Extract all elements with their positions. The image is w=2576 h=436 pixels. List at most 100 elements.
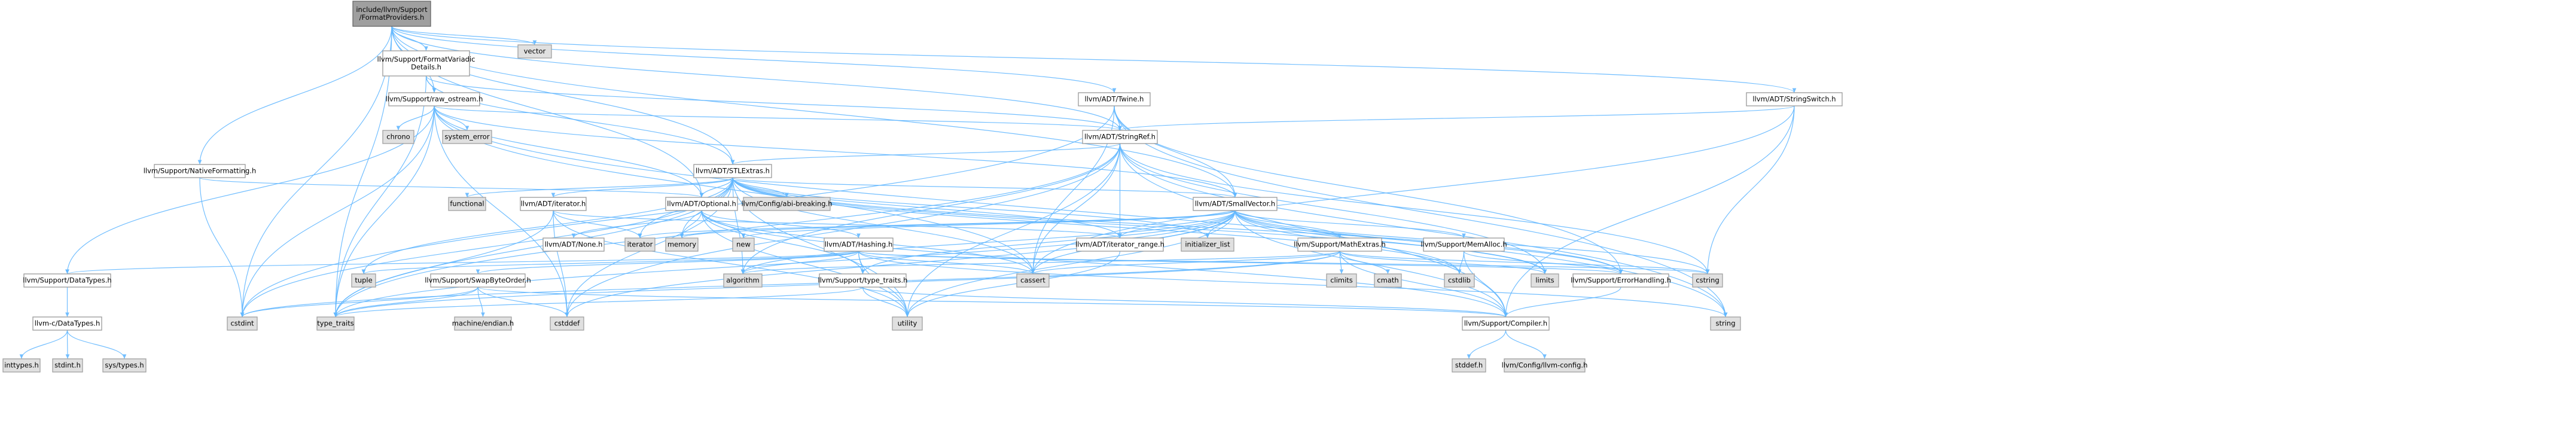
- node-tuple[interactable]: tuple: [351, 273, 376, 288]
- node-label: llvm/ADT/iterator_range.h: [1075, 240, 1164, 249]
- node-llvm-support-type-traits-h[interactable]: llvm/Support/type_traits.h: [818, 273, 908, 288]
- node-llvm-support-nativeformatting-h[interactable]: llvm/Support/NativeFormatting.h: [144, 164, 257, 178]
- node-cstdint[interactable]: cstdint: [227, 316, 258, 331]
- node-llvm-support-mathextras-h[interactable]: llvm/Support/MathExtras.h: [1294, 237, 1386, 252]
- node-label: initializer_list: [1185, 240, 1230, 249]
- node-type-traits[interactable]: type_traits: [316, 316, 355, 331]
- node-label: llvm/Config/llvm-config.h: [1502, 361, 1588, 370]
- edge-root-to-vector: [391, 26, 537, 45]
- node-llvm-adt-optional-h[interactable]: llvm/ADT/Optional.h: [665, 197, 738, 211]
- node-label: sys/types.h: [105, 361, 144, 370]
- edge-sref-to-cstddef: [565, 143, 1121, 318]
- node-box: [2, 358, 41, 373]
- node-machine-endian-h[interactable]: machine/endian.h: [452, 316, 514, 331]
- node-string[interactable]: string: [1710, 316, 1741, 331]
- node-llvm-support-memalloc-h[interactable]: llvm/Support/MemAlloc.h: [1420, 237, 1507, 252]
- node-box: [693, 164, 772, 178]
- node-box: [430, 273, 526, 288]
- node-label: llvm/ADT/StringRef.h: [1084, 133, 1156, 141]
- node-label: include/llvm/Support: [356, 5, 428, 14]
- edge-memalloc-to-cstdlib: [1457, 251, 1465, 275]
- node-label: llvm/ADT/Twine.h: [1085, 95, 1144, 103]
- node-memory[interactable]: memory: [665, 237, 699, 252]
- node-box: [665, 237, 699, 252]
- edge-root-to-cstdint: [240, 26, 392, 318]
- edge-hashing-to-string: [858, 251, 1728, 318]
- node-include-llvm-support-formatproviders-h[interactable]: include/llvm/Support/FormatProviders.h: [352, 1, 431, 27]
- node-utility[interactable]: utility: [892, 316, 923, 331]
- node-label: cstdlib: [1448, 276, 1471, 285]
- node-cstddef[interactable]: cstddef: [550, 316, 584, 331]
- node-llvm-support-compiler-h[interactable]: llvm/Support/Compiler.h: [1462, 316, 1550, 331]
- edge-hashing-to-algorithm: [740, 251, 859, 275]
- node-label: llvm/Support/NativeFormatting.h: [144, 167, 257, 175]
- node-llvm-adt-stringswitch-h[interactable]: llvm/ADT/StringSwitch.h: [1746, 92, 1843, 106]
- node-llvm-adt-hashing-h[interactable]: llvm/ADT/Hashing.h: [824, 237, 894, 252]
- edge-natfmt-to-cstdint: [199, 177, 245, 318]
- node-llvm-support-raw-ostream-h[interactable]: llvm/Support/raw_ostream.h: [386, 92, 483, 106]
- node-label: string: [1715, 319, 1735, 328]
- node-llvm-adt-stringref-h[interactable]: llvm/ADT/StringRef.h: [1082, 130, 1158, 144]
- node-llvm-adt-stlextras-h[interactable]: llvm/ADT/STLExtras.h: [693, 164, 772, 178]
- edge-raw-to-optional: [434, 105, 704, 198]
- node-stdint-h[interactable]: stdint.h: [52, 358, 83, 373]
- edge-swapbyte-to-type_traits: [333, 286, 478, 318]
- node-box: [1076, 237, 1164, 252]
- edge-smallvec-to-algorithm: [740, 210, 1236, 275]
- node-cmath[interactable]: cmath: [1374, 273, 1402, 288]
- node-cstdlib[interactable]: cstdlib: [1444, 273, 1475, 288]
- node-llvm-adt-iterator-h[interactable]: llvm/ADT/iterator.h: [520, 197, 587, 211]
- node-box: [723, 273, 763, 288]
- node-iterator[interactable]: iterator: [624, 237, 656, 252]
- edge-raw-to-chrono: [396, 105, 435, 131]
- node-vector[interactable]: vector: [517, 44, 552, 59]
- node-initializer-list[interactable]: initializer_list: [1181, 237, 1234, 252]
- node-system-error[interactable]: system_error: [442, 130, 492, 144]
- edge-fvd-to-sref: [425, 75, 1122, 131]
- edge-mathextras-to-algorithm: [741, 251, 1340, 275]
- node-box: [351, 273, 376, 288]
- node-llvm-adt-smallvector-h[interactable]: llvm/ADT/SmallVector.h: [1193, 197, 1278, 211]
- node-llvm-support-datatypes-h[interactable]: llvm/Support/DataTypes.h: [23, 273, 112, 288]
- node-inttypes-h[interactable]: inttypes.h: [2, 358, 41, 373]
- node-cstring[interactable]: cstring: [1692, 273, 1723, 288]
- edge-twine-to-smallvec: [1114, 105, 1237, 198]
- edge-mathextras-to-cstdint: [240, 251, 1340, 318]
- edge-root-to-type_traits: [333, 26, 392, 318]
- edge-optional-to-utility: [701, 210, 910, 318]
- node-box: [542, 237, 605, 252]
- node-llvm-adt-iterator-range-h[interactable]: llvm/ADT/iterator_range.h: [1075, 237, 1164, 252]
- node-llvm-config-llvm-config-h[interactable]: llvm/Config/llvm-config.h: [1502, 358, 1588, 373]
- node-box: [1423, 237, 1505, 252]
- edge-mathextras-to-climits: [1339, 251, 1344, 275]
- edge-optional-to-compiler: [701, 210, 1508, 318]
- node-limits[interactable]: limits: [1531, 273, 1559, 288]
- node-functional[interactable]: functional: [448, 197, 486, 211]
- edge-raw-to-type_traits: [333, 105, 435, 318]
- node-llvm-adt-none-h[interactable]: llvm/ADT/None.h: [542, 237, 605, 252]
- node-box: [1193, 197, 1278, 211]
- node-llvm-support-swapbyteorder-h[interactable]: llvm/Support/SwapByteOrder.h: [425, 273, 531, 288]
- node-llvm-support-errorhandling-h[interactable]: llvm/Support/ErrorHandling.h: [1571, 273, 1671, 288]
- node-label: llvm/ADT/None.h: [545, 240, 603, 249]
- node-box: [1078, 92, 1151, 106]
- node-chrono[interactable]: chrono: [382, 130, 414, 144]
- node-cassert[interactable]: cassert: [1016, 273, 1050, 288]
- node-climits[interactable]: climits: [1326, 273, 1357, 288]
- edge-mathextras-to-limits: [1339, 251, 1547, 275]
- edge-twine-to-string: [1114, 105, 1728, 318]
- edge-stlextras-to-abibreak: [732, 177, 789, 198]
- node-stddef-h[interactable]: stddef.h: [1452, 358, 1486, 373]
- node-llvm-adt-twine-h[interactable]: llvm/ADT/Twine.h: [1078, 92, 1151, 106]
- node-algorithm[interactable]: algorithm: [723, 273, 763, 288]
- edge-sswitch-to-cstring: [1705, 105, 1795, 275]
- node-sys-types-h[interactable]: sys/types.h: [102, 358, 147, 373]
- node-llvm-c-datatypes-h[interactable]: llvm-c/DataTypes.h: [32, 316, 102, 331]
- node-box: [23, 273, 111, 288]
- node-llvm-config-abi-breaking-h[interactable]: llvm/Config/abi-breaking.h: [741, 197, 833, 211]
- node-label: system_error: [444, 133, 489, 141]
- edge-sswitch-to-sref: [1118, 105, 1795, 131]
- node-box: [52, 358, 83, 373]
- node-new[interactable]: new: [732, 237, 755, 252]
